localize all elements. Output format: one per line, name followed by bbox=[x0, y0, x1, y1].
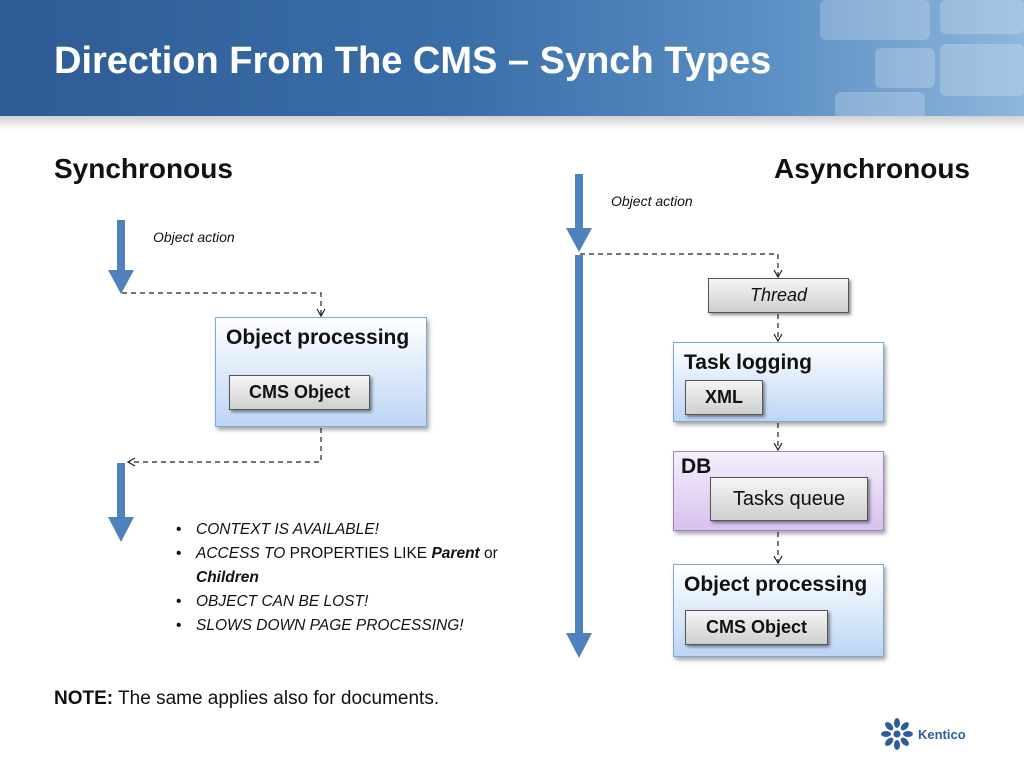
sync-cms-object-box: CMS Object bbox=[229, 375, 370, 410]
async-cms-object-box: CMS Object bbox=[685, 610, 828, 645]
task-logging-title: Task logging bbox=[684, 351, 812, 374]
sync-object-processing-title: Object processing bbox=[226, 326, 410, 349]
sync-bullet-list: CONTEXT IS AVAILABLE! ACCESS TO PROPERTI… bbox=[176, 518, 516, 638]
kentico-logo-text: Kentico bbox=[918, 726, 966, 742]
bullet-context-available: CONTEXT IS AVAILABLE! bbox=[176, 518, 516, 542]
async-continue-arrow bbox=[566, 255, 592, 658]
note-label: NOTE: bbox=[54, 688, 114, 709]
sync-return-arrow bbox=[108, 463, 134, 542]
sync-object-action-label: Object action bbox=[153, 229, 235, 245]
task-logging-box: Task logging XML bbox=[673, 342, 884, 422]
title-bar-shadow bbox=[0, 116, 1024, 130]
db-title: DB bbox=[681, 455, 712, 478]
decorative-square bbox=[820, 0, 930, 40]
slide-title: Direction From The CMS – Synch Types bbox=[54, 40, 772, 82]
decorative-square bbox=[940, 44, 1024, 96]
sync-return-connector bbox=[126, 428, 322, 467]
decorative-square bbox=[835, 92, 925, 116]
thread-box: Thread bbox=[708, 278, 849, 313]
async-object-processing-title: Object processing bbox=[684, 573, 868, 596]
kentico-flower-icon bbox=[881, 718, 913, 750]
async-action-arrow bbox=[566, 174, 592, 252]
bullet-slows-down-page: SLOWS DOWN PAGE PROCESSING! bbox=[176, 614, 516, 638]
bullet-object-can-be-lost: OBJECT CAN BE LOST! bbox=[176, 590, 516, 614]
sync-object-processing-box: Object processing CMS Object bbox=[215, 317, 427, 427]
asynchronous-heading: Asynchronous bbox=[773, 153, 970, 184]
sync-to-processing-connector bbox=[122, 292, 326, 318]
async-to-thread-connector bbox=[580, 253, 783, 279]
decorative-square bbox=[875, 48, 935, 88]
db-box: DB Tasks queue bbox=[673, 451, 884, 531]
synchronous-heading: Synchronous bbox=[54, 153, 233, 184]
kentico-logo: Kentico bbox=[880, 717, 966, 751]
note-body: The same applies also for documents. bbox=[113, 688, 440, 709]
decorative-square bbox=[940, 0, 1024, 34]
note-text: NOTE: The same applies also for document… bbox=[54, 688, 439, 710]
async-object-processing-box: Object processing CMS Object bbox=[673, 564, 884, 657]
thread-label: Thread bbox=[749, 285, 808, 305]
async-object-action-label: Object action bbox=[611, 193, 693, 209]
xml-box: XML bbox=[685, 380, 763, 415]
tasks-queue-box: Tasks queue bbox=[710, 477, 868, 521]
bullet-access-properties: ACCESS TO PROPERTIES LIKE Parent or Chil… bbox=[176, 542, 516, 590]
sync-action-arrow bbox=[108, 220, 134, 294]
title-bar: Direction From The CMS – Synch Types bbox=[0, 0, 1024, 116]
